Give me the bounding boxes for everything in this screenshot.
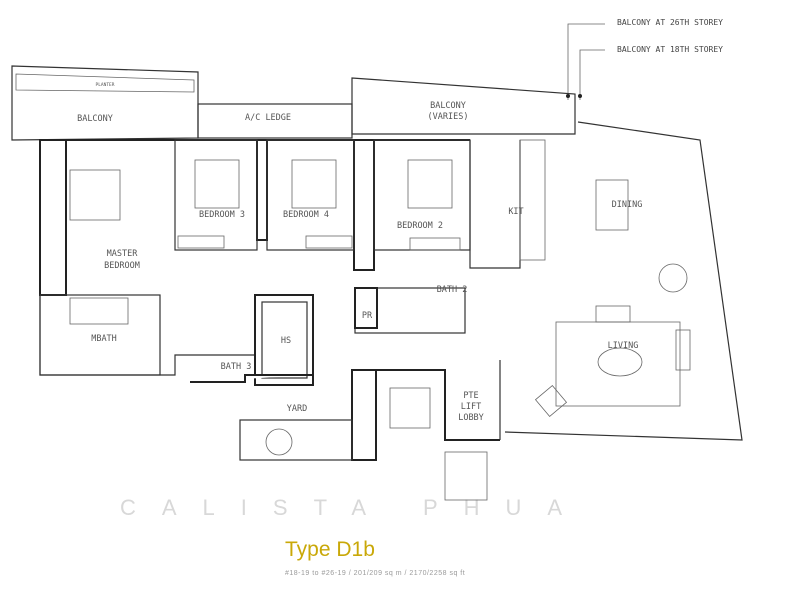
unit-type-title: Type D1b (285, 538, 375, 561)
planter-label: PLANTER (96, 82, 115, 88)
ac-ledge-label: A/C LEDGE (245, 113, 291, 123)
hs-label: HS (281, 336, 291, 346)
living-label: LIVING (608, 341, 639, 351)
watermark: CALISTA PHUA (120, 495, 588, 520)
lobby-label-3: LOBBY (458, 413, 484, 423)
note-balcony-26th: BALCONY AT 26TH STOREY (617, 18, 723, 27)
balcony-left (11, 65, 199, 141)
bedroom3-label: BEDROOM 3 (199, 210, 245, 220)
lobby-label-1: PTE (463, 391, 478, 401)
bath3-label: BATH 3 (221, 362, 252, 372)
bath2-label: BATH 2 (437, 285, 468, 295)
yard-label: YARD (287, 404, 307, 414)
unit-area-subtitle: #18-19 to #26-19 / 201/209 sq m / 2170/2… (285, 570, 466, 577)
lobby-label-2: LIFT (461, 402, 481, 412)
kitchen-label: KIT (508, 207, 523, 217)
master-bedroom-label-1: MASTER (107, 249, 139, 259)
walls (39, 121, 743, 501)
note-balcony-18th: BALCONY AT 18TH STOREY (617, 45, 723, 54)
bedroom4-label: BEDROOM 4 (283, 210, 329, 220)
mbath-label: MBATH (91, 334, 117, 344)
furniture (69, 159, 691, 456)
balcony-leader-lines (566, 23, 605, 100)
pr-label: PR (362, 311, 373, 321)
bedroom2-label: BEDROOM 2 (397, 221, 443, 231)
master-bedroom-label-2: BEDROOM (104, 261, 140, 271)
balcony-right-label: BALCONY (430, 101, 466, 111)
balcony-left-label: BALCONY (77, 114, 113, 124)
dining-label: DINING (612, 200, 643, 210)
balcony-right-varies: (VARIES) (428, 112, 469, 122)
balcony-right (351, 77, 576, 135)
